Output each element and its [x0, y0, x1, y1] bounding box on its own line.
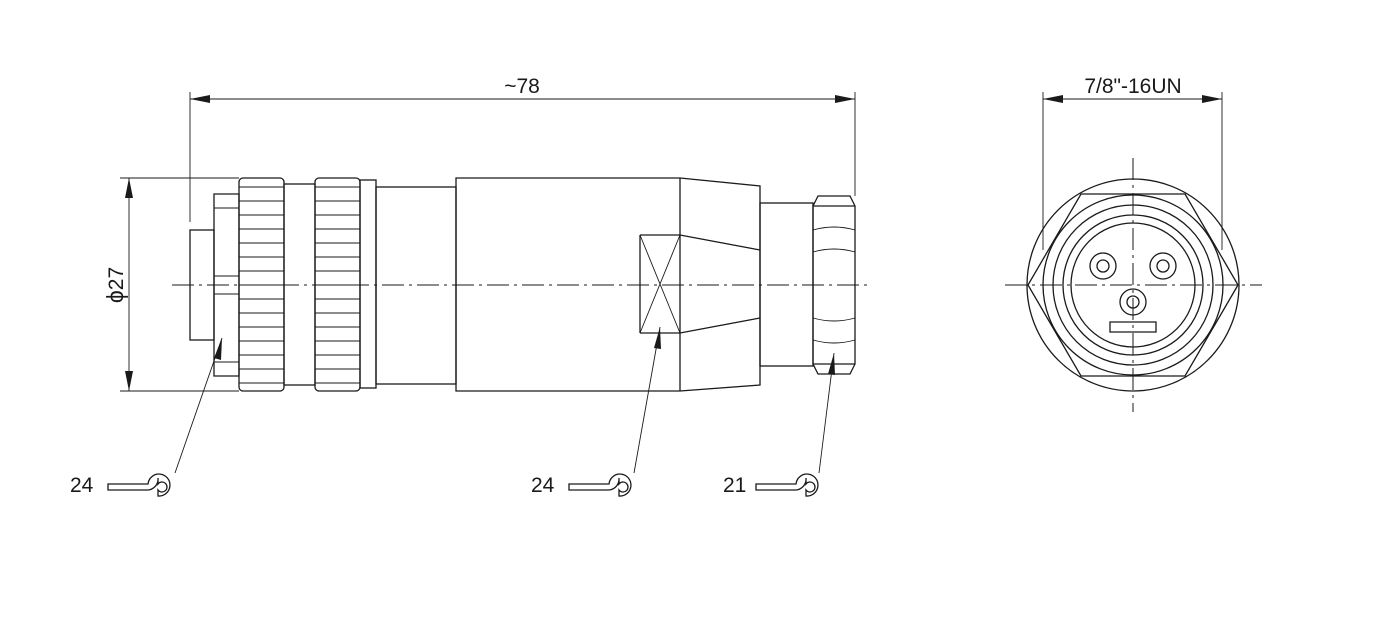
length-dimension-label: ~78: [504, 75, 540, 98]
leader-housing: [633, 326, 661, 474]
collar: [359, 179, 377, 389]
contact-1: [1089, 252, 1117, 280]
diameter-dimension: ϕ27: [102, 177, 239, 392]
cable-nut: [812, 195, 856, 375]
thread-dimension: 7/8"-16UN: [1042, 75, 1223, 250]
keyway: [1109, 321, 1157, 333]
flat-cross-2: [639, 234, 681, 334]
callout-cable-nut: 21: [723, 473, 819, 497]
length-dimension: ~78: [189, 75, 856, 222]
callout-housing-size: 24: [531, 474, 555, 497]
contact-3-pin: [1126, 295, 1140, 309]
callout-front-hex: 24: [70, 473, 171, 497]
leader-cable-nut-arrow: [828, 353, 835, 375]
diameter-value: 27: [105, 267, 128, 290]
front-view: 7/8"-16UN: [1005, 75, 1262, 412]
thread-major: [1042, 194, 1224, 376]
hex-outline: [1027, 193, 1239, 377]
thread-dimension-label: 7/8"-16UN: [1084, 75, 1181, 98]
callout-cable-nut-size: 21: [723, 474, 746, 497]
contact-2-pin: [1156, 259, 1170, 273]
insert-ring: [1062, 214, 1204, 356]
wrench-icon: [107, 473, 171, 497]
wrench-icon: [755, 473, 819, 497]
side-view: ~78 ϕ27 24 24: [70, 75, 872, 497]
thread-minor: [1052, 204, 1214, 366]
callout-front-hex-size: 24: [70, 474, 94, 497]
diameter-symbol: ϕ: [102, 290, 128, 303]
outer-ring: [1026, 178, 1240, 392]
wrench-icon: [568, 473, 632, 497]
callout-housing: 24: [531, 473, 632, 497]
contact-1-pin: [1096, 259, 1110, 273]
insert-face: [1070, 222, 1196, 348]
leader-housing-arrow: [654, 327, 661, 349]
leader-front-hex: [174, 337, 223, 474]
diameter-dimension-label: ϕ27: [102, 267, 128, 303]
knurled-ring-1: [238, 177, 285, 392]
contact-3: [1119, 288, 1147, 316]
leader-front-hex-arrow: [214, 338, 222, 360]
contact-2: [1149, 252, 1177, 280]
housing: [455, 177, 761, 392]
